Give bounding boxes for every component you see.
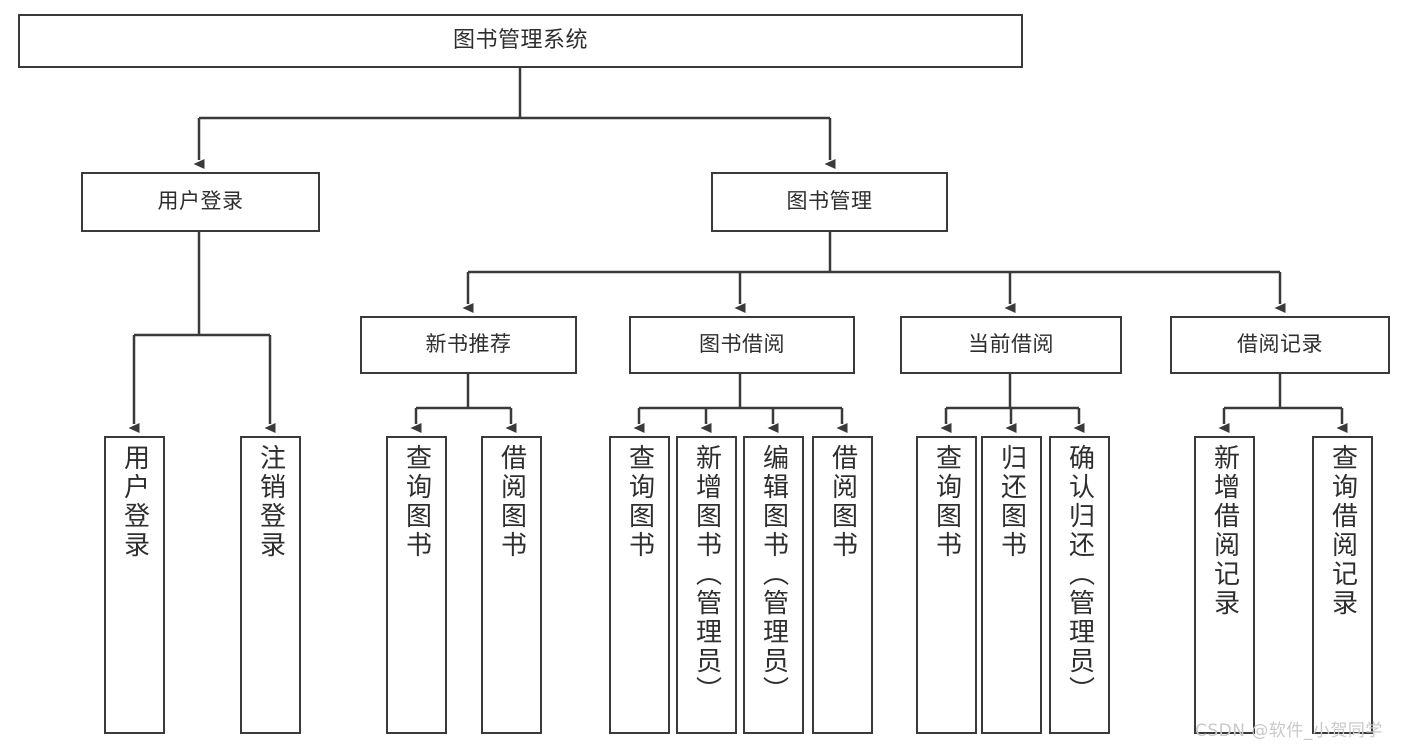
node-user-login-leaf[interactable]: 用户登录 bbox=[104, 436, 165, 734]
node-query-borrow-record[interactable]: 查询借阅记录 bbox=[1312, 436, 1373, 734]
node-root[interactable]: 图书管理系统 bbox=[18, 14, 1023, 68]
node-root-label: 图书管理系统 bbox=[452, 27, 588, 53]
node-add-book-label: 新增图书（管理员） bbox=[691, 444, 722, 705]
node-current-borrow-label: 当前借阅 bbox=[968, 332, 1054, 357]
node-add-borrow-record-label: 新增借阅记录 bbox=[1209, 444, 1240, 618]
node-user-logout-leaf[interactable]: 注销登录 bbox=[240, 436, 301, 734]
node-user-login-label: 用户登录 bbox=[157, 189, 244, 214]
node-borrow-book-2-label: 借阅图书 bbox=[827, 444, 858, 560]
csdn-watermark: CSDN @软件_小贺同学 bbox=[1195, 721, 1383, 741]
node-query-book-3-label: 查询图书 bbox=[931, 444, 962, 560]
node-new-book-recommend-label: 新书推荐 bbox=[425, 332, 512, 357]
node-query-book-3[interactable]: 查询图书 bbox=[916, 436, 977, 734]
node-borrow-book-1[interactable]: 借阅图书 bbox=[481, 436, 542, 734]
node-edit-book[interactable]: 编辑图书（管理员） bbox=[743, 436, 804, 734]
node-add-borrow-record[interactable]: 新增借阅记录 bbox=[1194, 436, 1255, 734]
node-borrow-book-1-label: 借阅图书 bbox=[496, 444, 527, 560]
node-user-login[interactable]: 用户登录 bbox=[81, 172, 320, 232]
node-book-borrow-label: 图书借阅 bbox=[699, 332, 785, 357]
node-confirm-return[interactable]: 确认归还（管理员） bbox=[1049, 436, 1110, 734]
node-query-book-2-label: 查询图书 bbox=[624, 444, 655, 560]
node-query-borrow-record-label: 查询借阅记录 bbox=[1327, 444, 1358, 618]
node-edit-book-label: 编辑图书（管理员） bbox=[758, 444, 789, 705]
node-new-book-recommend[interactable]: 新书推荐 bbox=[360, 316, 577, 374]
node-return-book-label: 归还图书 bbox=[996, 444, 1027, 560]
node-borrow-record-label: 借阅记录 bbox=[1237, 332, 1323, 357]
node-borrow-record[interactable]: 借阅记录 bbox=[1170, 316, 1390, 374]
node-query-book-1[interactable]: 查询图书 bbox=[386, 436, 447, 734]
node-borrow-book-2[interactable]: 借阅图书 bbox=[812, 436, 873, 734]
node-query-book-1-label: 查询图书 bbox=[401, 444, 432, 560]
node-user-login-leaf-label: 用户登录 bbox=[119, 444, 150, 560]
node-book-management[interactable]: 图书管理 bbox=[711, 172, 948, 232]
node-book-management-label: 图书管理 bbox=[786, 189, 873, 214]
node-add-book[interactable]: 新增图书（管理员） bbox=[676, 436, 737, 734]
node-return-book[interactable]: 归还图书 bbox=[981, 436, 1042, 734]
node-current-borrow[interactable]: 当前借阅 bbox=[900, 316, 1122, 374]
node-user-logout-leaf-label: 注销登录 bbox=[255, 444, 286, 560]
node-query-book-2[interactable]: 查询图书 bbox=[609, 436, 670, 734]
node-confirm-return-label: 确认归还（管理员） bbox=[1064, 444, 1095, 705]
node-book-borrow[interactable]: 图书借阅 bbox=[629, 316, 855, 374]
